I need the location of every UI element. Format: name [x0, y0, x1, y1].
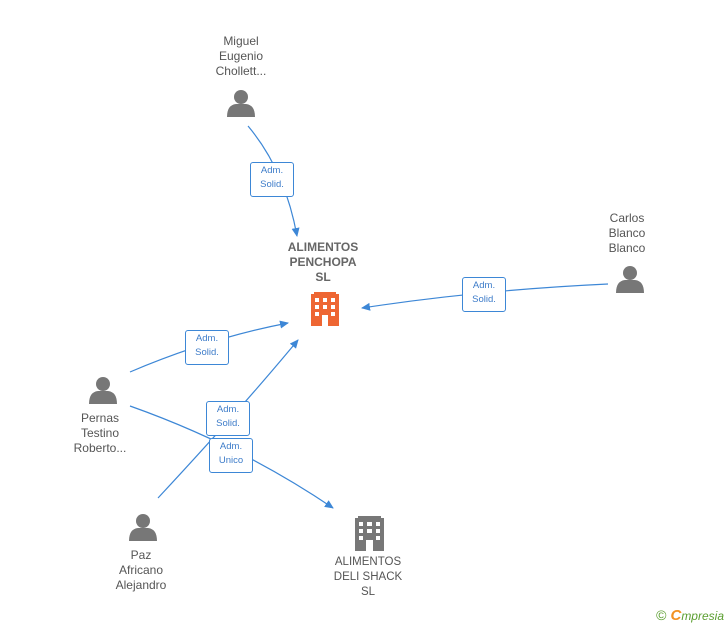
penchopa-line-2: PENCHOPA — [289, 255, 357, 269]
node-label-carlos[interactable]: Carlos Blanco Blanco — [587, 211, 667, 256]
edge-label-pernas[interactable]: Adm. Solid. — [185, 330, 229, 365]
node-label-miguel[interactable]: Miguel Eugenio Chollett... — [196, 34, 286, 79]
edge-label-deli-line-2: Unico — [218, 455, 244, 466]
edge-label-pernas-line-1: Adm. — [195, 333, 219, 344]
miguel-line-1: Miguel — [223, 34, 259, 48]
edge-label-miguel-line-2: Solid. — [260, 179, 284, 190]
penchopa-building-icon[interactable] — [311, 292, 339, 326]
edge-label-miguel-line-1: Adm. — [260, 165, 284, 176]
deli-line-3: SL — [360, 586, 376, 598]
carlos-line-1: Carlos — [609, 211, 645, 225]
brand-initial: C — [670, 607, 682, 624]
pernas-person-icon[interactable] — [89, 377, 117, 404]
node-label-pernas[interactable]: Pernas Testino Roberto... — [55, 411, 145, 456]
carlos-line-2: Blanco — [608, 226, 646, 240]
paz-line-3: Alejandro — [115, 578, 167, 592]
edge-label-carlos[interactable]: Adm. Solid. — [462, 277, 506, 312]
pernas-line-2: Testino — [80, 426, 120, 440]
edge-label-miguel[interactable]: Adm. Solid. — [250, 162, 294, 197]
node-label-paz[interactable]: Paz Africano Alejandro — [96, 548, 186, 593]
edge-label-deli[interactable]: Adm. Unico — [209, 438, 253, 473]
paz-line-2: Africano — [118, 563, 164, 577]
empresia-brand[interactable]: ©Cmpresia — [656, 607, 724, 624]
miguel-line-3: Chollett... — [215, 64, 267, 78]
edge-label-paz-line-1: Adm. — [216, 404, 240, 415]
paz-line-1: Paz — [130, 548, 152, 562]
edge-label-carlos-line-2: Solid. — [472, 294, 496, 305]
pernas-line-1: Pernas — [80, 411, 120, 425]
carlos-line-3: Blanco — [608, 241, 646, 255]
miguel-person-icon[interactable] — [227, 90, 255, 117]
edge-label-deli-line-1: Adm. — [219, 441, 243, 452]
miguel-line-2: Eugenio — [218, 49, 264, 63]
carlos-person-icon[interactable] — [616, 266, 644, 293]
edge-label-carlos-line-1: Adm. — [472, 280, 496, 291]
copyright-icon: © — [656, 607, 667, 623]
node-label-deli[interactable]: ALIMENTOS DELI SHACK SL — [318, 555, 418, 600]
deli-building-icon[interactable] — [355, 516, 384, 551]
deli-line-2: DELI SHACK — [333, 571, 403, 583]
deli-line-1: ALIMENTOS — [334, 556, 402, 568]
brand-name: mpresia — [681, 609, 724, 623]
pernas-line-3: Roberto... — [73, 441, 127, 455]
node-label-penchopa[interactable]: ALIMENTOS PENCHOPA SL — [273, 240, 373, 285]
paz-person-icon[interactable] — [129, 514, 157, 541]
edge-label-pernas-line-2: Solid. — [195, 347, 219, 358]
edge-label-paz[interactable]: Adm. Solid. — [206, 401, 250, 436]
penchopa-line-3: SL — [315, 270, 331, 284]
edge-label-paz-line-2: Solid. — [216, 418, 240, 429]
penchopa-line-1: ALIMENTOS — [287, 240, 359, 254]
